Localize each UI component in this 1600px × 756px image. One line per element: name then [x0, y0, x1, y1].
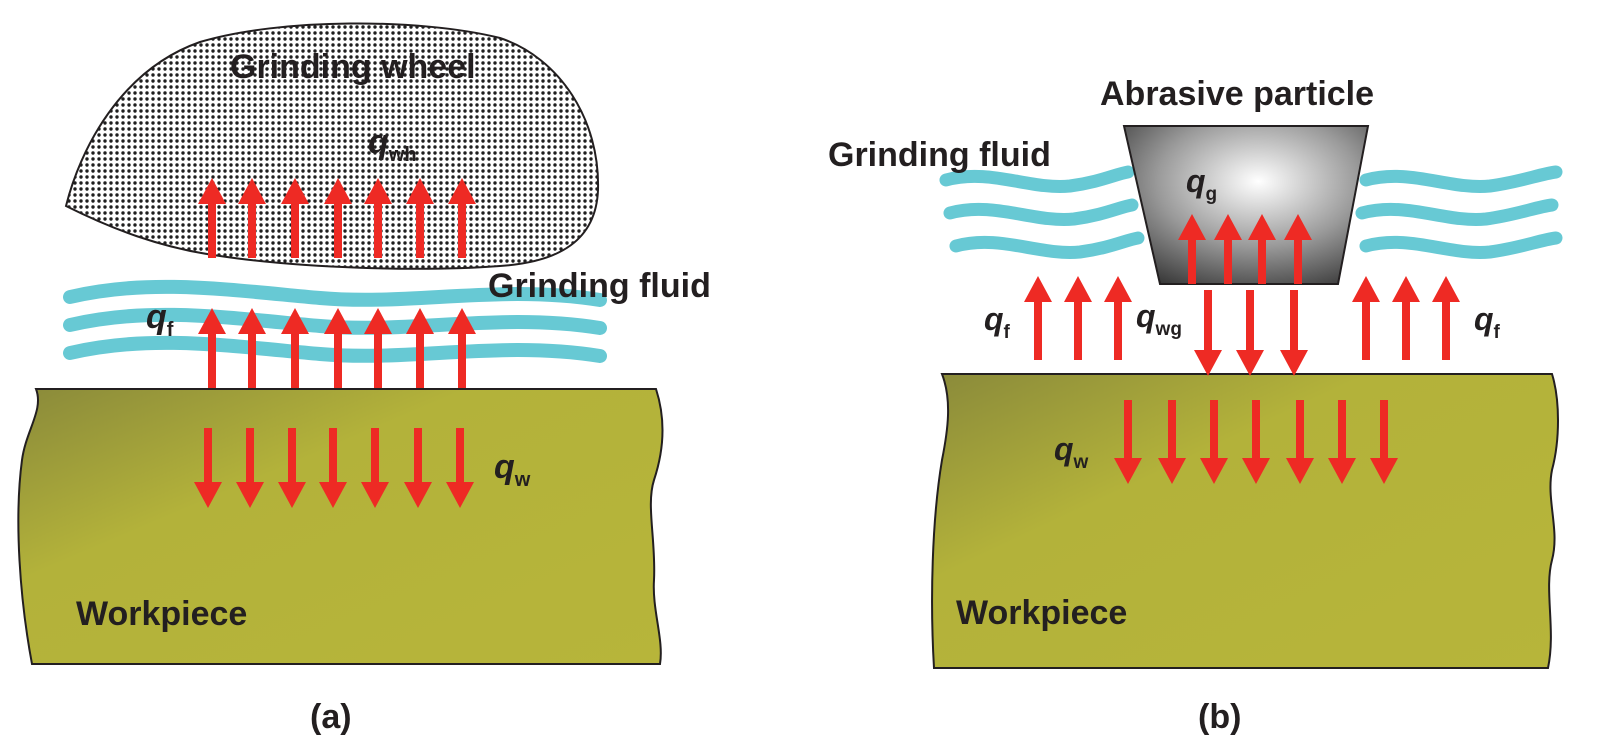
q-wg-label: qwg	[1136, 298, 1182, 340]
heat-arrows-fluid-a	[198, 308, 476, 388]
heat-arrow-down	[1158, 400, 1186, 484]
heat-arrow-up	[238, 308, 266, 388]
heat-arrow-up	[238, 178, 266, 258]
caption-a: (a)	[310, 698, 352, 736]
heat-arrow-down	[236, 428, 264, 508]
workpiece-label-b: Workpiece	[956, 594, 1127, 632]
heat-arrows-workpiece-a	[194, 428, 474, 508]
heat-arrow-up	[1024, 276, 1052, 360]
heat-arrow-down	[1114, 400, 1142, 484]
heat-arrow-down	[1242, 400, 1270, 484]
q-w-label-b: qw	[1054, 431, 1089, 473]
heat-arrow-down	[1370, 400, 1398, 484]
heat-arrows-grain	[1178, 214, 1312, 284]
heat-arrow-down	[278, 428, 306, 508]
panel-a: Grinding wheel Grinding fluid Workpiece …	[17, 22, 711, 736]
abrasive-particle-label: Abrasive particle	[1100, 75, 1374, 113]
fluid-waves-a	[63, 279, 607, 363]
q-g-label: qg	[1186, 163, 1217, 205]
heat-arrow-up	[1248, 214, 1276, 284]
heat-arrow-up	[1352, 276, 1380, 360]
heat-arrow-up	[1392, 276, 1420, 360]
heat-arrow-up	[324, 308, 352, 388]
panel-b: Abrasive particle Grinding fluid Workpie…	[828, 75, 1563, 736]
heat-arrow-up	[1432, 276, 1460, 360]
heat-arrow-up	[1104, 276, 1132, 360]
heat-arrow-down	[1194, 290, 1222, 376]
workpiece-label-a: Workpiece	[76, 595, 247, 633]
heat-arrows-fluid-b-right	[1352, 276, 1460, 360]
heat-arrow-down	[361, 428, 389, 508]
heat-arrow-up	[1178, 214, 1206, 284]
heat-arrow-up	[324, 178, 352, 258]
q-f-label-b-right: qf	[1474, 301, 1501, 343]
q-w-label-a: qw	[494, 448, 531, 491]
heat-arrow-down	[1328, 400, 1356, 484]
heat-arrows-fluid-b-left	[1024, 276, 1132, 360]
q-f-label-b-left: qf	[984, 301, 1011, 343]
heat-arrow-up	[448, 178, 476, 258]
abrasive-particle-shape	[1122, 125, 1370, 285]
heat-arrow-down	[1280, 290, 1308, 376]
q-f-label-a: qf	[146, 298, 174, 341]
heat-arrow-up	[281, 308, 309, 388]
heat-arrow-up	[198, 308, 226, 388]
workpiece-a	[17, 388, 664, 665]
heat-arrow-down	[1286, 400, 1314, 484]
heat-arrows-workpiece-b	[1114, 400, 1398, 484]
fluid-waves-b-left	[939, 165, 1145, 259]
q-wh-label: qwh	[368, 123, 417, 166]
heat-arrows-wg	[1194, 290, 1308, 376]
grinding-fluid-label-b: Grinding fluid	[828, 136, 1051, 174]
caption-b: (b)	[1198, 698, 1241, 736]
workpiece-b	[931, 373, 1559, 669]
heat-arrow-down	[1200, 400, 1228, 484]
heat-arrow-up	[364, 178, 392, 258]
grinding-wheel-label: Grinding wheel	[230, 48, 476, 86]
heat-arrow-up	[364, 308, 392, 388]
grinding-fluid-label-a: Grinding fluid	[488, 267, 711, 305]
fluid-waves-b-right	[1355, 165, 1563, 259]
heat-arrow-up	[1214, 214, 1242, 284]
heat-arrow-up	[448, 308, 476, 388]
heat-arrow-down	[319, 428, 347, 508]
heat-arrow-down	[446, 428, 474, 508]
heat-arrow-up	[406, 178, 434, 258]
heat-arrow-up	[1284, 214, 1312, 284]
heat-arrow-up	[281, 178, 309, 258]
heat-arrow-down	[194, 428, 222, 508]
heat-arrow-up	[198, 178, 226, 258]
heat-arrow-up	[1064, 276, 1092, 360]
heat-arrow-down	[404, 428, 432, 508]
heat-arrows-wheel	[198, 178, 476, 258]
heat-arrow-down	[1236, 290, 1264, 376]
heat-arrow-up	[406, 308, 434, 388]
